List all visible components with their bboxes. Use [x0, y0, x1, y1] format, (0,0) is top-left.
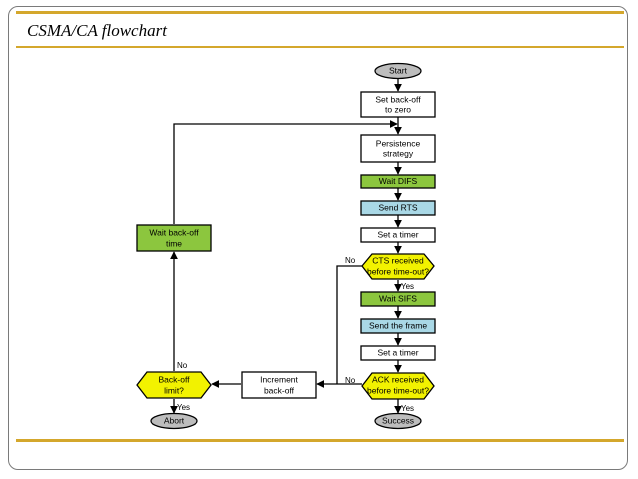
slide-title: CSMA/CA flowchart — [27, 21, 167, 40]
increment-backoff-box: Increment back-off — [241, 371, 317, 399]
svg-text:before time-out?: before time-out? — [367, 266, 429, 276]
svg-text:strategy: strategy — [383, 148, 414, 158]
cts-decision: CTS received before time-out? — [361, 253, 435, 280]
persistence-strategy-box: Persistence strategy — [360, 134, 436, 163]
svg-text:to zero: to zero — [385, 104, 411, 114]
svg-text:Wait SIFS: Wait SIFS — [379, 293, 417, 303]
svg-text:Persistence: Persistence — [376, 138, 421, 148]
svg-text:time: time — [166, 238, 182, 248]
cts-no-label: No — [345, 256, 356, 265]
svg-text:CTS received: CTS received — [372, 255, 424, 265]
svg-text:Back-off: Back-off — [158, 374, 190, 384]
send-frame-box: Send the frame — [360, 318, 436, 334]
svg-text:Set back-off: Set back-off — [375, 94, 421, 104]
abort-terminal: Abort — [150, 412, 198, 430]
slide-frame — [8, 6, 628, 470]
svg-text:limit?: limit? — [164, 385, 184, 395]
ack-no-label: No — [345, 376, 356, 385]
ack-decision: ACK received before time-out? — [361, 372, 435, 400]
svg-text:Send the frame: Send the frame — [369, 320, 427, 330]
set-backoff-zero-box: Set back-off to zero — [360, 91, 436, 118]
svg-text:Send RTS: Send RTS — [378, 202, 417, 212]
ack-yes-label: Yes — [401, 404, 414, 413]
bottom-accent-bar — [16, 439, 624, 442]
svg-text:Set a timer: Set a timer — [377, 347, 418, 357]
title-divider — [16, 46, 624, 48]
svg-text:ACK received: ACK received — [372, 374, 424, 384]
svg-text:back-off: back-off — [264, 385, 295, 395]
svg-text:Set a timer: Set a timer — [377, 229, 418, 239]
start-terminal: Start — [374, 62, 422, 80]
top-accent-bar — [16, 11, 624, 14]
wait-sifs-box: Wait SIFS — [360, 291, 436, 307]
flow-connectors — [170, 79, 402, 414]
send-rts-box: Send RTS — [360, 200, 436, 216]
svg-text:Increment: Increment — [260, 374, 298, 384]
svg-text:Wait back-off: Wait back-off — [149, 227, 199, 237]
start-label: Start — [389, 65, 408, 75]
abort-label: Abort — [164, 415, 185, 425]
success-terminal: Success — [374, 412, 422, 430]
success-label: Success — [382, 415, 414, 425]
limit-no-label: No — [177, 361, 188, 370]
backoff-limit-decision: Back-off limit? — [136, 371, 212, 399]
svg-text:before time-out?: before time-out? — [367, 385, 429, 395]
wait-difs-box: Wait DIFS — [360, 174, 436, 189]
wait-backoff-time-box: Wait back-off time — [136, 224, 212, 252]
svg-text:Wait DIFS: Wait DIFS — [379, 176, 418, 186]
limit-yes-label: Yes — [177, 403, 190, 412]
cts-yes-label: Yes — [401, 282, 414, 291]
set-timer-box-2: Set a timer — [360, 345, 436, 361]
set-timer-box-1: Set a timer — [360, 227, 436, 243]
